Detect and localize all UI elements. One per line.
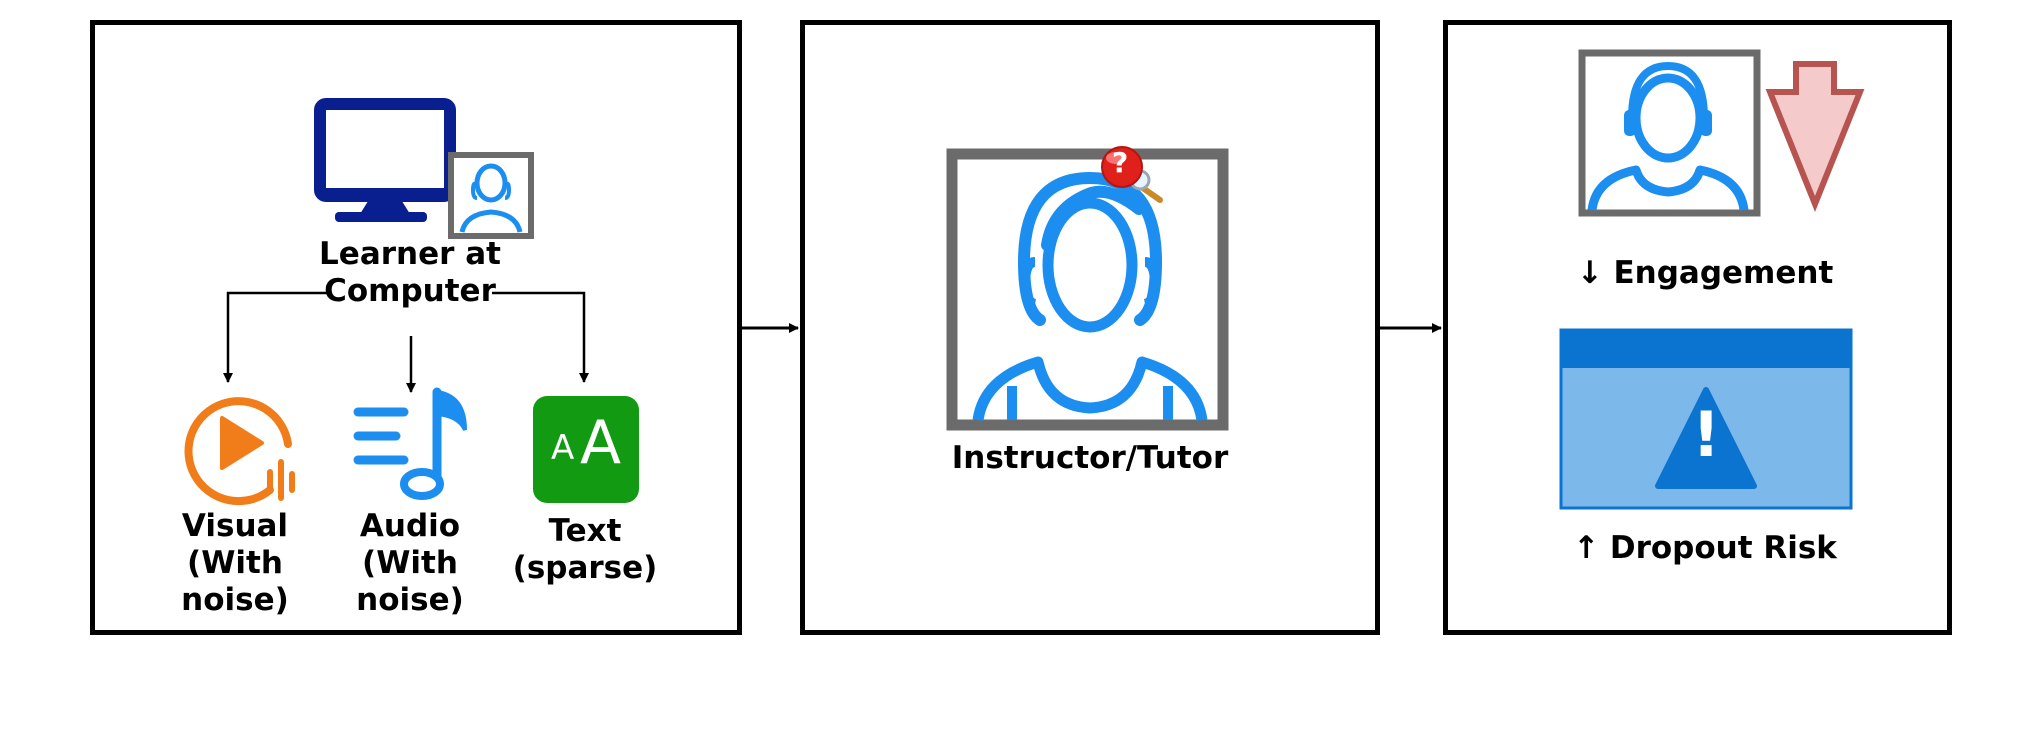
audio-modality-label: Audio (With noise) <box>356 508 464 619</box>
instructor-label: Instructor/Tutor <box>951 440 1229 476</box>
text-size-small-glyph: A <box>551 428 575 468</box>
visual-modality-label: Visual (With noise) <box>181 508 289 619</box>
question-glyph: ? <box>1112 146 1129 179</box>
text-modality-label: Text (sparse) <box>512 513 658 587</box>
engagement-label: ↓ Engagement <box>1576 255 1834 291</box>
learner-label: Learner at Computer <box>319 236 501 310</box>
warning-glyph: ! <box>1692 398 1721 471</box>
dropout-label: ↑ Dropout Risk <box>1573 530 1837 566</box>
text-size-large-glyph: A <box>580 408 622 478</box>
instructor-panel <box>800 20 1380 635</box>
